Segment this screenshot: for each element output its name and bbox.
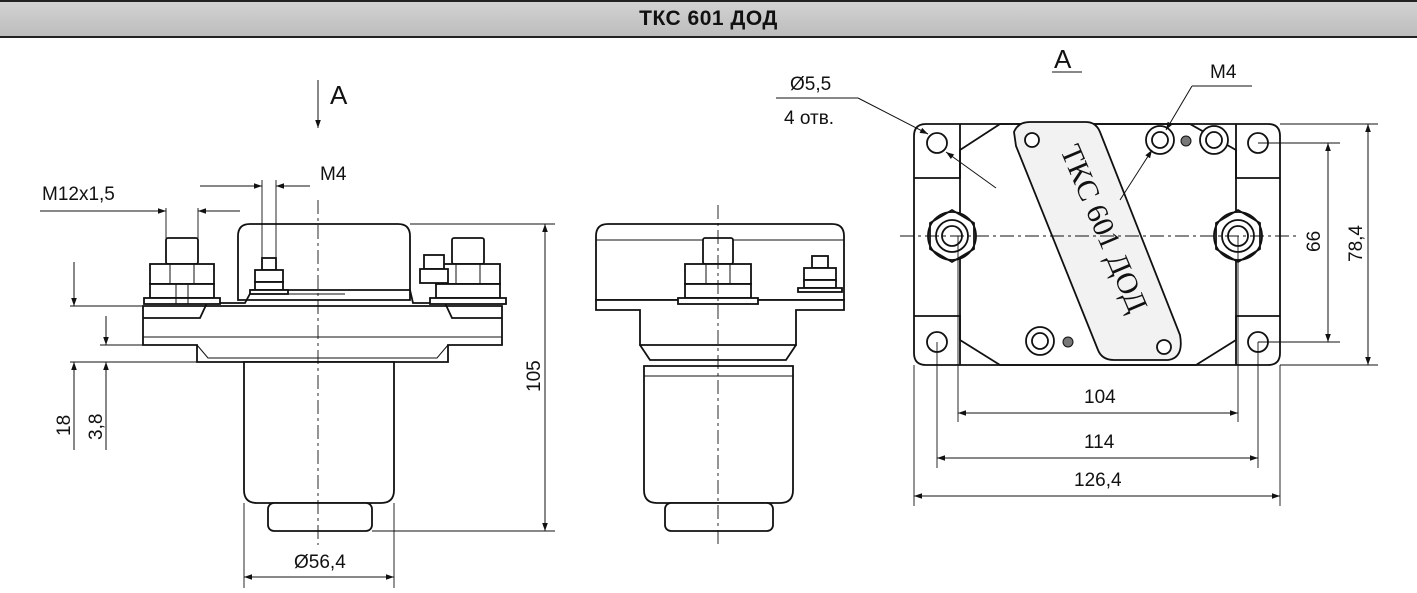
dim66-label: 66 (1304, 231, 1325, 252)
hole-leader-far (945, 151, 997, 189)
hole-leader (857, 97, 929, 135)
coil-cap (267, 502, 373, 532)
side-plate (595, 299, 845, 346)
technical-drawing: А (40, 44, 1378, 588)
terminal-bus (143, 289, 502, 319)
side-coil (643, 365, 794, 504)
dim1264-label: 126,4 (1074, 470, 1122, 491)
dim105-label: 105 (524, 360, 545, 392)
dim38-label: 3,8 (86, 414, 107, 440)
side-small-terminal (797, 255, 843, 293)
base-plate (142, 305, 503, 363)
side-view (595, 205, 845, 545)
coil-body (243, 361, 395, 504)
view-label: А (1054, 44, 1072, 74)
m4-top-leader (1165, 85, 1193, 131)
dim114-label: 114 (1084, 432, 1115, 453)
marking-strip (1013, 121, 1182, 361)
m4-top-leader-far (1119, 149, 1153, 201)
hole-diameter-label: Ø5,5 (790, 74, 831, 95)
dim784-label: 78,4 (1346, 225, 1367, 262)
m12-label: M12x1,5 (42, 184, 115, 205)
dim18-label: 18 (54, 415, 75, 436)
small-terminal (249, 257, 345, 295)
plate-chamfer (196, 344, 449, 359)
dia-label: Ø56,4 (294, 552, 346, 573)
side-coil-cap (664, 502, 774, 532)
hole-count-label: 4 отв. (784, 108, 834, 129)
title-bar: ТКС 601 ДОД (0, 0, 1417, 38)
top-view: А ТКС 601 ДОД (776, 44, 1378, 506)
m4-label: M4 (320, 164, 347, 185)
front-view: А (40, 80, 555, 588)
page-title: ТКС 601 ДОД (639, 7, 778, 30)
m4-top-label: M4 (1210, 62, 1237, 83)
top-small-terminals (1024, 125, 1229, 356)
left-terminal (143, 237, 221, 305)
view-arrow-label: А (330, 80, 348, 110)
dim104-label: 104 (1084, 387, 1116, 408)
right-terminal (419, 237, 507, 305)
